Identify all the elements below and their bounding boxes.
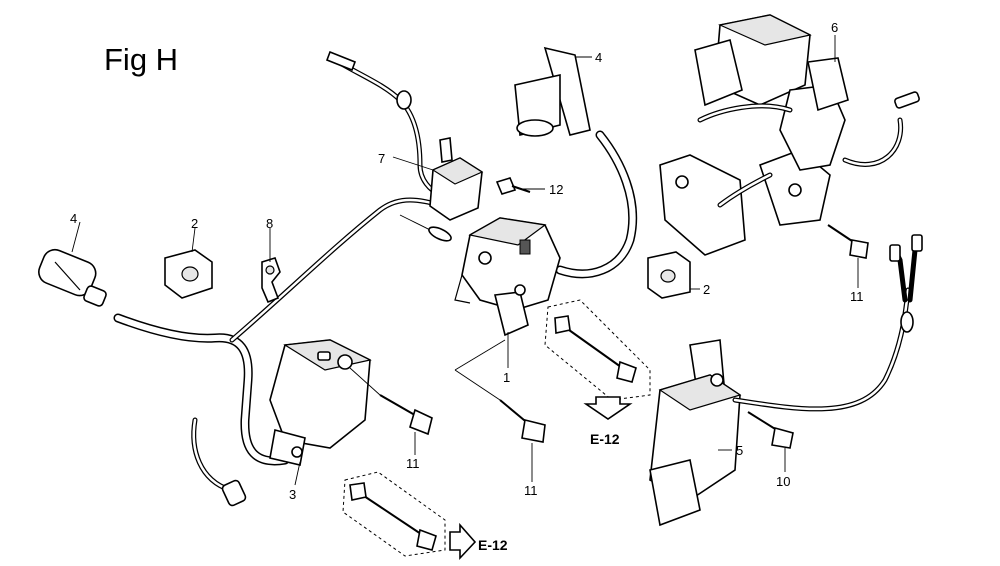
exciter-coil-5 xyxy=(649,234,923,527)
callout-12: 12 xyxy=(549,182,563,197)
bolt-11-c xyxy=(827,224,869,259)
callout-5: 5 xyxy=(736,443,743,458)
callout-4-right: 4 xyxy=(595,50,602,65)
spark-plug-cap-right xyxy=(514,46,638,279)
grommet-right xyxy=(647,251,691,299)
bolt-11-a xyxy=(349,367,433,436)
bolt-11-b xyxy=(454,369,546,443)
bolt-10 xyxy=(747,411,794,449)
callout-10: 10 xyxy=(776,474,790,489)
callout-11-b: 11 xyxy=(524,483,538,498)
figure-title: Fig H xyxy=(104,42,179,77)
stop-switch-lead xyxy=(325,50,484,242)
callout-4-left: 4 xyxy=(70,211,77,226)
exciter-coil-assembly-6 xyxy=(659,14,920,256)
callout-3: 3 xyxy=(289,487,296,502)
reference-e12-bottom: E-12 xyxy=(478,537,508,553)
ignition-coil-1 xyxy=(454,217,561,337)
callout-11-a: 11 xyxy=(406,456,420,471)
callout-2-left: 2 xyxy=(191,216,198,231)
ignition-coil-3 xyxy=(221,339,372,507)
callout-11-c: 11 xyxy=(850,289,864,304)
bolt-12 xyxy=(495,177,531,195)
callout-7: 7 xyxy=(378,151,385,166)
leader-lines xyxy=(71,35,859,486)
e12-bolt-group-top xyxy=(544,299,651,420)
cable-clip xyxy=(261,257,281,304)
callout-6: 6 xyxy=(831,20,838,35)
callout-1: 1 xyxy=(503,370,510,385)
e12-bolt-group-bottom xyxy=(342,471,477,561)
spark-plug-cap-left xyxy=(38,248,107,307)
callout-2-right: 2 xyxy=(703,282,710,297)
main-harness-cable xyxy=(113,197,443,493)
callout-labels: 4 2 8 7 12 4 6 2 1 3 11 11 11 5 10 E-12 … xyxy=(70,20,864,553)
grommet-left xyxy=(164,249,213,299)
callout-8: 8 xyxy=(266,216,273,231)
reference-e12-top: E-12 xyxy=(590,431,620,447)
